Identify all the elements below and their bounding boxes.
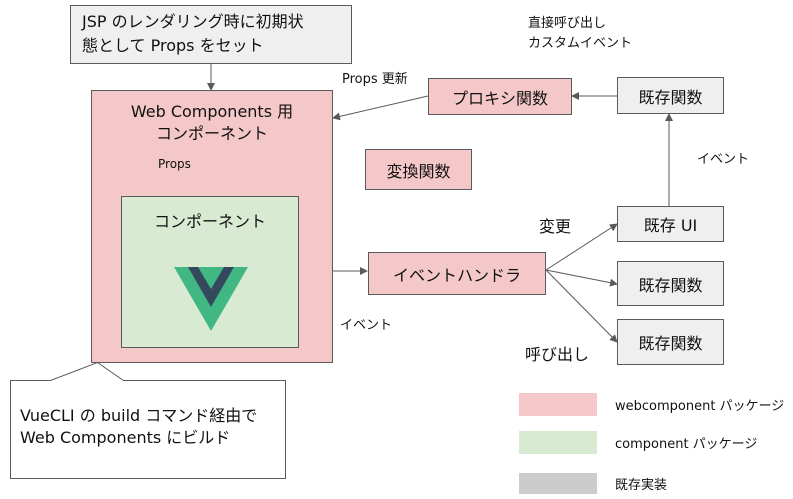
call-label: 呼び出し	[525, 345, 590, 364]
existing-function-bottom-box: 既存関数	[617, 319, 724, 365]
webcomponent-title: Web Components 用 コンポーネント	[92, 101, 332, 145]
existing-function-bottom-label: 既存関数	[638, 334, 703, 353]
legend-label-existing: 既存実装	[615, 478, 668, 493]
vue-logo-icon	[174, 267, 248, 331]
proxy-function-box: プロキシ関数	[428, 78, 572, 115]
arrow-handler-to-ui	[545, 223, 618, 271]
existing-ui-box: 既存 UI	[617, 206, 724, 242]
top-note-line-1: JSP のレンダリング時に初期状	[82, 12, 304, 31]
existing-ui-label: 既存 UI	[643, 216, 698, 235]
component-title: コンポーネント	[153, 212, 266, 231]
event-bottom-label: イベント	[340, 318, 393, 333]
top-note: JSP のレンダリング時に初期状 態として Props をセット	[70, 5, 352, 64]
arrow-handler-to-existing-bottom	[545, 269, 618, 343]
webcomponent-title-line-1: Web Components 用	[130, 102, 294, 121]
top-note-line-2: 態として Props をセット	[82, 36, 264, 55]
webcomponent-title-line-2: コンポーネント	[155, 124, 268, 143]
proxy-function-label: プロキシ関数	[451, 88, 548, 108]
legend-swatch-existing	[519, 473, 597, 494]
change-label: 変更	[539, 217, 572, 236]
convert-function-label: 変換関数	[386, 161, 451, 181]
bottom-note-line-1: VueCLI の build コマンド経由で	[20, 406, 258, 425]
legend-label-component: component パッケージ	[615, 437, 758, 452]
arrow-proxy-to-webcomponent	[332, 95, 429, 121]
legend-swatch-webcomponent	[519, 393, 597, 416]
convert-function-box: 変換関数	[365, 149, 472, 190]
event-handler-label: イベントハンドラ	[392, 265, 521, 285]
props-update-label: Props 更新	[342, 72, 408, 87]
existing-function-mid-label: 既存関数	[638, 275, 703, 295]
arrow-handler-to-existing-mid	[545, 269, 618, 287]
direct-call-line-1: 直接呼び出し	[528, 16, 607, 31]
props-label: Props	[158, 157, 191, 171]
direct-call-line-2: カスタムイベント	[528, 36, 633, 51]
event-handler-box: イベントハンドラ	[368, 252, 546, 295]
component-box: コンポーネント	[121, 196, 299, 348]
existing-function-top-label: 既存関数	[638, 87, 703, 107]
legend-label-webcomponent: webcomponent パッケージ	[615, 399, 785, 414]
event-right-label: イベント	[697, 152, 750, 167]
direct-call-label: 直接呼び出し カスタムイベント	[528, 14, 632, 54]
bottom-note-line-2: Web Components にビルド	[20, 428, 231, 447]
existing-function-top-box: 既存関数	[617, 77, 724, 114]
bottom-note-callout	[10, 361, 286, 479]
legend-swatch-component	[519, 431, 597, 454]
existing-function-mid-box: 既存関数	[617, 261, 724, 306]
bottom-note: VueCLI の build コマンド経由で Web Components にビ…	[20, 405, 257, 449]
